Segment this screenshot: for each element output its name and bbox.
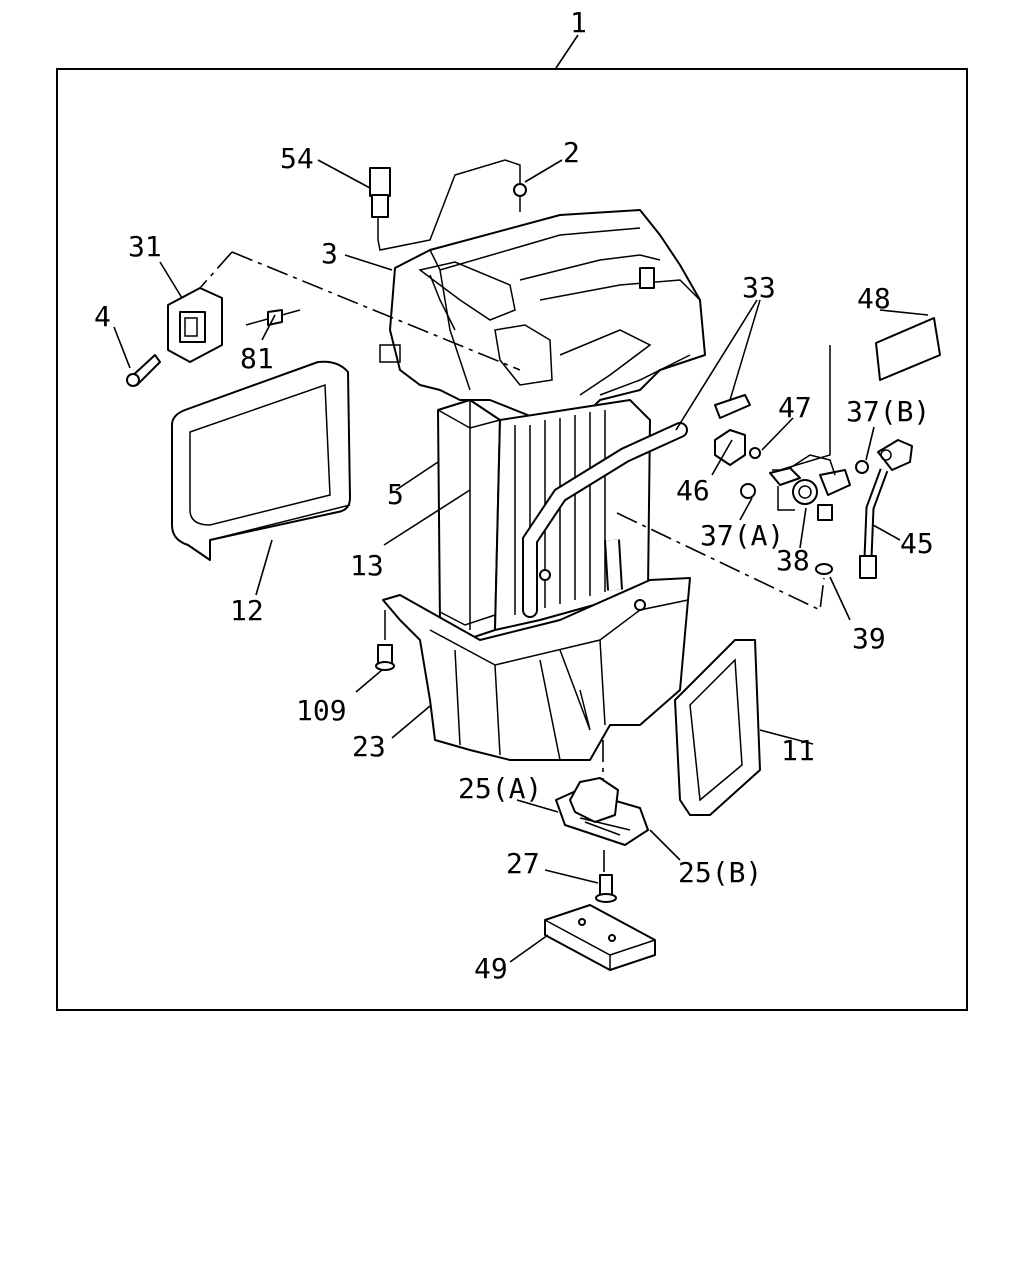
callout-11: 11 [781, 734, 815, 767]
callout-46: 46 [676, 474, 710, 507]
callout-27: 27 [506, 847, 540, 880]
callout-54: 54 [280, 142, 314, 175]
upper-case [389, 209, 706, 421]
lower-case [382, 577, 691, 761]
callout-13: 13 [350, 549, 384, 582]
bracket-25 [555, 777, 649, 846]
callout-25b: 25(B) [678, 856, 762, 889]
callout-4: 4 [94, 300, 111, 333]
callout-109: 109 [296, 694, 347, 727]
screw-4 [126, 354, 161, 387]
seal-12 [171, 360, 351, 561]
callout-38: 38 [776, 544, 810, 577]
leader-lines [113, 34, 929, 963]
seal-11 [674, 639, 761, 816]
callout-37a: 37(A) [700, 519, 784, 552]
callout-labels: 1 2 3 4 5 11 12 13 23 25(A) 25(B) 27 31 … [94, 6, 934, 985]
callout-37b: 37(B) [846, 395, 930, 428]
callout-45: 45 [900, 527, 934, 560]
resistor-31 [167, 287, 223, 363]
callout-23: 23 [352, 730, 386, 763]
callout-33: 33 [742, 271, 776, 304]
pad-49 [544, 904, 656, 971]
callout-47: 47 [778, 391, 812, 424]
screw-109 [375, 610, 395, 671]
screw-27 [595, 874, 617, 903]
callout-2: 2 [563, 136, 580, 169]
callout-5: 5 [387, 478, 404, 511]
main-unit [379, 209, 706, 761]
callout-39: 39 [852, 622, 886, 655]
callout-49: 49 [474, 952, 508, 985]
callout-3: 3 [321, 237, 338, 270]
callout-1: 1 [570, 6, 587, 39]
callout-12: 12 [230, 594, 264, 627]
callout-81: 81 [240, 342, 274, 375]
assembly-frame [56, 68, 968, 1011]
pad-48 [875, 317, 941, 381]
callout-31: 31 [128, 230, 162, 263]
callout-48: 48 [857, 282, 891, 315]
evaporator-core [437, 399, 501, 641]
callout-25a: 25(A) [458, 772, 542, 805]
sensor-54 [369, 159, 527, 251]
